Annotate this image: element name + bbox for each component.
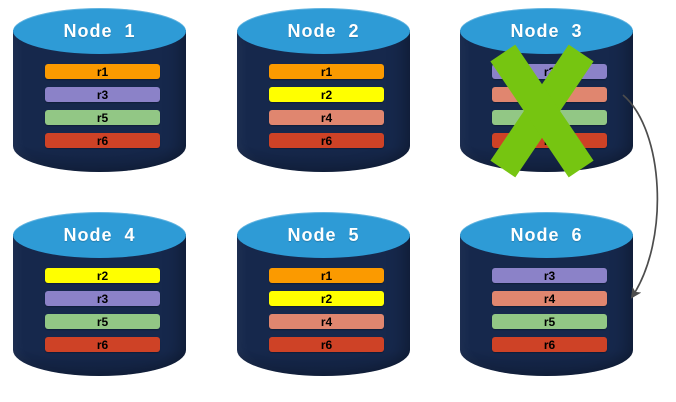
replica-row-list: r1 r2 r4 r6: [269, 268, 384, 352]
replica-row[interactable]: r4: [492, 87, 607, 102]
replica-row[interactable]: r3: [492, 64, 607, 79]
replica-row[interactable]: r1: [269, 64, 384, 79]
replica-row[interactable]: r2: [269, 87, 384, 102]
replica-row[interactable]: r3: [45, 291, 160, 306]
replica-row[interactable]: r3: [492, 268, 607, 283]
cylinder-bottom-shade: [237, 350, 410, 376]
cylinder-bottom-shade: [460, 350, 633, 376]
database-node-2[interactable]: Node 2 r1 r2 r4 r6: [237, 8, 410, 186]
cylinder-bottom-shade: [460, 146, 633, 172]
cylinder-top-ellipse: [13, 212, 186, 258]
replica-row[interactable]: r2: [45, 268, 160, 283]
cylinder-bottom-shade: [237, 146, 410, 172]
replica-row[interactable]: r4: [269, 314, 384, 329]
cylinder-top-ellipse: [460, 212, 633, 258]
cylinder-top-ellipse: [13, 8, 186, 54]
replica-row[interactable]: r6: [492, 337, 607, 352]
replica-row[interactable]: r6: [45, 133, 160, 148]
node-title: Node 4: [63, 224, 136, 245]
cylinder-bottom-shade: [13, 146, 186, 172]
replica-row[interactable]: r6: [269, 337, 384, 352]
database-node-6[interactable]: Node 6 r3 r4 r5 r6: [460, 212, 633, 390]
replica-row-list: r1 r3 r5 r6: [45, 64, 160, 148]
replica-row[interactable]: r6: [45, 337, 160, 352]
replica-row[interactable]: r2: [269, 291, 384, 306]
node-title: Node 5: [287, 224, 360, 245]
cylinder-bottom-shade: [13, 350, 186, 376]
replica-row[interactable]: r3: [45, 87, 160, 102]
database-node-1[interactable]: Node 1 r1 r3 r5 r6: [13, 8, 186, 186]
replica-row-list: r3 r4 r5 r6: [492, 268, 607, 352]
replica-row[interactable]: r4: [492, 291, 607, 306]
replica-row[interactable]: r5: [492, 314, 607, 329]
cylinder-top-ellipse: [237, 212, 410, 258]
replica-row-list: r2 r3 r5 r6: [45, 268, 160, 352]
replica-row[interactable]: r5: [45, 110, 160, 125]
replica-row[interactable]: r1: [45, 64, 160, 79]
replica-row-list: r3 r4 r5 r6: [492, 64, 607, 148]
replica-row[interactable]: r4: [269, 110, 384, 125]
node-title: Node 1: [63, 20, 136, 41]
database-node-5[interactable]: Node 5 r1 r2 r4 r6: [237, 212, 410, 390]
replica-row[interactable]: r6: [492, 133, 607, 148]
database-node-3[interactable]: Node 3 r3 r4 r5 r6: [460, 8, 633, 186]
database-node-4[interactable]: Node 4 r2 r3 r5 r6: [13, 212, 186, 390]
node-title: Node 3: [510, 20, 583, 41]
cylinder-top-ellipse: [237, 8, 410, 54]
node-title: Node 2: [287, 20, 360, 41]
replica-row-list: r1 r2 r4 r6: [269, 64, 384, 148]
replica-row[interactable]: r5: [45, 314, 160, 329]
node-title: Node 6: [510, 224, 583, 245]
replica-row[interactable]: r5: [492, 110, 607, 125]
replica-row[interactable]: r1: [269, 268, 384, 283]
replica-row[interactable]: r6: [269, 133, 384, 148]
